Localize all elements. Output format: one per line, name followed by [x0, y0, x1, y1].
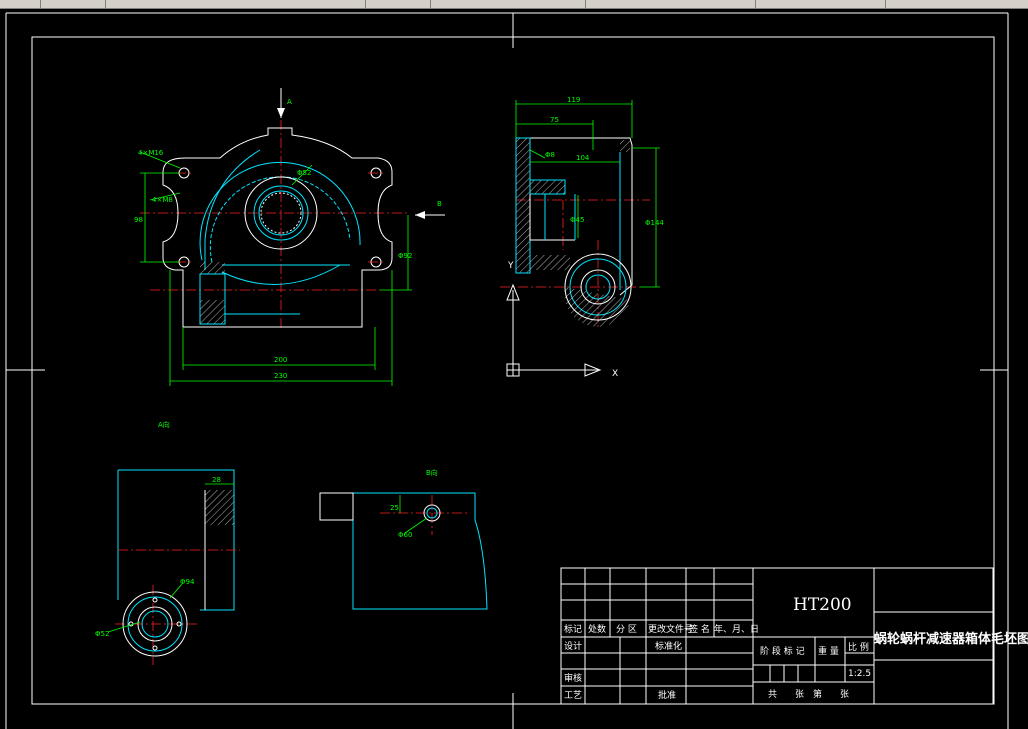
cad-toolbar-strip — [0, 0, 1028, 9]
dim-hole-m16: 4×M16 — [138, 149, 164, 157]
dim-a-d2: Φ94 — [180, 578, 195, 586]
rev-header-date: 年、月、日 — [714, 623, 759, 635]
view-a-marker: A — [287, 98, 292, 106]
dim-side-r1: Φ8 — [545, 151, 555, 159]
front-view: A B 4×M16 4×M8 — [134, 88, 445, 386]
label-design: 设计 — [564, 640, 582, 652]
rev-header-count: 处数 — [588, 623, 606, 635]
side-section-view: 119 75 Φ8 104 Φ45 Φ144 — [500, 96, 664, 330]
toolbar-separator — [755, 0, 756, 8]
drawing-frame — [5, 12, 1009, 729]
rev-header-sign: 签 名 — [689, 623, 710, 635]
toolbar-separator — [105, 0, 106, 8]
label-sheets: 共 张 第 张 — [768, 688, 849, 700]
dim-b-d1: 25 — [390, 504, 399, 512]
dim-width-outer: 230 — [274, 372, 287, 380]
rev-header-zone: 分 区 — [616, 624, 637, 635]
dim-b-d2: Φ60 — [398, 531, 412, 539]
rev-header-doc: 更改文件号 — [648, 623, 693, 635]
dim-side-w2: 75 — [550, 116, 559, 124]
ucs-icon: Y X — [506, 261, 618, 379]
drawing-name: 蜗轮蜗杆减速器箱体毛坯图 — [874, 631, 1028, 647]
label-stage-mark: 阶 段 标 记 — [760, 645, 805, 657]
dim-hole-m8: 4×M8 — [152, 196, 173, 204]
view-b-caption: B向 — [426, 468, 438, 477]
toolbar-separator — [585, 0, 586, 8]
view-b-marker: B — [437, 200, 442, 208]
toolbar-separator — [430, 0, 431, 8]
drawing-canvas[interactable]: A B 4×M16 4×M8 — [0, 8, 1028, 729]
toolbar-separator — [885, 0, 886, 8]
label-ratio: 比 例 — [848, 641, 869, 653]
view-a-caption: A向 — [158, 420, 170, 429]
label-approve: 批准 — [658, 689, 676, 701]
dim-side-h1: Φ45 — [570, 216, 584, 224]
dim-width-inner: 200 — [274, 356, 287, 364]
title-block: 标记 处数 分 区 更改文件号 签 名 年、月、日 设计 标准化 审核 工艺 批… — [560, 567, 1028, 705]
label-review: 审核 — [564, 672, 582, 684]
rev-header-mark: 标记 — [564, 623, 582, 635]
label-standardize: 标准化 — [655, 640, 682, 652]
view-a: A向 28 Φ94 Φ52 — [95, 420, 240, 665]
label-process: 工艺 — [564, 690, 582, 701]
dim-height-right: Φ92 — [398, 252, 412, 260]
dim-side-w3: 104 — [576, 154, 590, 162]
dim-a-d1: 28 — [212, 476, 221, 484]
dim-bore: Φ52 — [297, 169, 311, 177]
toolbar-separator — [365, 0, 366, 8]
material-code: HT200 — [793, 595, 852, 615]
dim-a-d3: Φ52 — [95, 630, 109, 638]
ucs-y-label: Y — [507, 261, 514, 271]
dim-side-h2: Φ144 — [645, 219, 664, 227]
view-b: B向 25 Φ60 — [319, 468, 488, 610]
toolbar-separator — [40, 0, 41, 8]
ucs-x-label: X — [612, 369, 618, 379]
dim-height-left: 98 — [134, 216, 143, 224]
label-weight: 重 量 — [818, 645, 839, 657]
dim-side-w1: 119 — [567, 96, 580, 104]
scale-value: 1:2.5 — [848, 669, 871, 679]
